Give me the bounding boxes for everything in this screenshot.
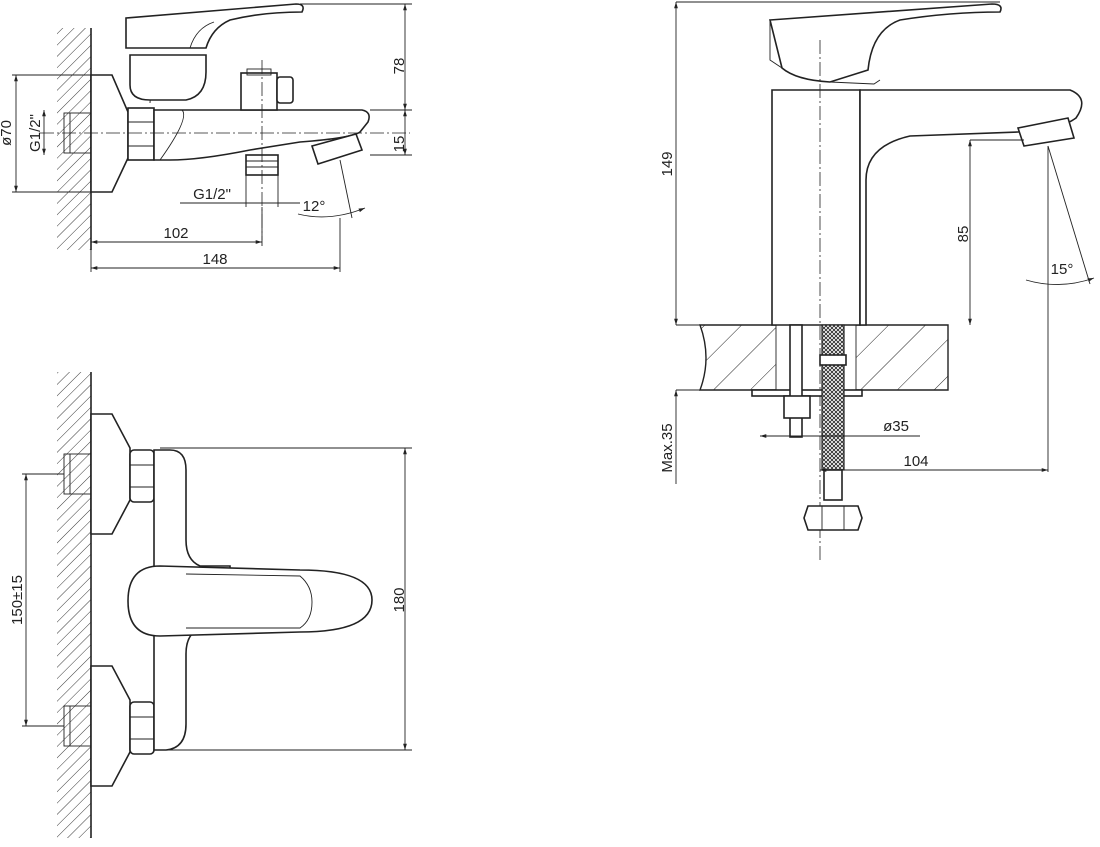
- dim-outlet-thread: G1/2": [193, 186, 231, 203]
- dim-total-length: 148: [202, 251, 227, 268]
- diverter-tab: [276, 76, 294, 104]
- basin-mixer-side-view: 149 85 15° Max.35 ø35 104: [659, 1, 1095, 560]
- cartridge-housing: [129, 54, 207, 101]
- dim-centers: 150±15: [9, 575, 26, 625]
- basin-lever-handle: [768, 3, 1002, 83]
- dim-height-spout: 15: [391, 136, 408, 153]
- lever-handle: [125, 3, 304, 49]
- braided-hose: [821, 324, 845, 471]
- bath-mixer-side-view: 78 15 ø70 G1/2" G1/2" 12° 102 148: [0, 3, 412, 272]
- dim-hole-diameter: ø35: [883, 418, 909, 435]
- hose-nut: [803, 505, 863, 531]
- basin-body: [771, 89, 861, 326]
- wall-hatch: [57, 28, 91, 250]
- fixing-stud: [789, 324, 803, 438]
- escutcheon-lower: [90, 665, 131, 787]
- aerator: [310, 133, 364, 166]
- nut-upper: [129, 449, 155, 503]
- dim-spout-height: 85: [955, 226, 972, 243]
- lever-handle-front: [127, 565, 373, 637]
- dim-reach: 104: [903, 453, 928, 470]
- wall-hatch-front: [57, 372, 91, 838]
- dim-angle: 12°: [303, 198, 326, 215]
- base-washer: [751, 389, 863, 397]
- fixing-nut: [783, 395, 811, 419]
- dim-max-counter: Max.35: [659, 423, 676, 472]
- mixer-body: [153, 109, 370, 161]
- nut-lower: [129, 701, 155, 755]
- dim-height-top: 78: [391, 58, 408, 75]
- dim-diameter: ø70: [0, 120, 15, 146]
- dim-height-front: 180: [391, 587, 408, 612]
- escutcheon-upper: [90, 413, 131, 535]
- dim-basin-angle: 15°: [1051, 261, 1074, 278]
- dim-inlet-thread: G1/2": [27, 114, 44, 152]
- diverter-knob: [240, 72, 278, 111]
- dim-total-height: 149: [659, 151, 676, 176]
- bath-mixer-front-view: 150±15 180: [9, 372, 412, 838]
- dim-to-outlet: 102: [163, 225, 188, 242]
- hex-nut: [127, 107, 155, 161]
- escutcheon: [90, 74, 129, 193]
